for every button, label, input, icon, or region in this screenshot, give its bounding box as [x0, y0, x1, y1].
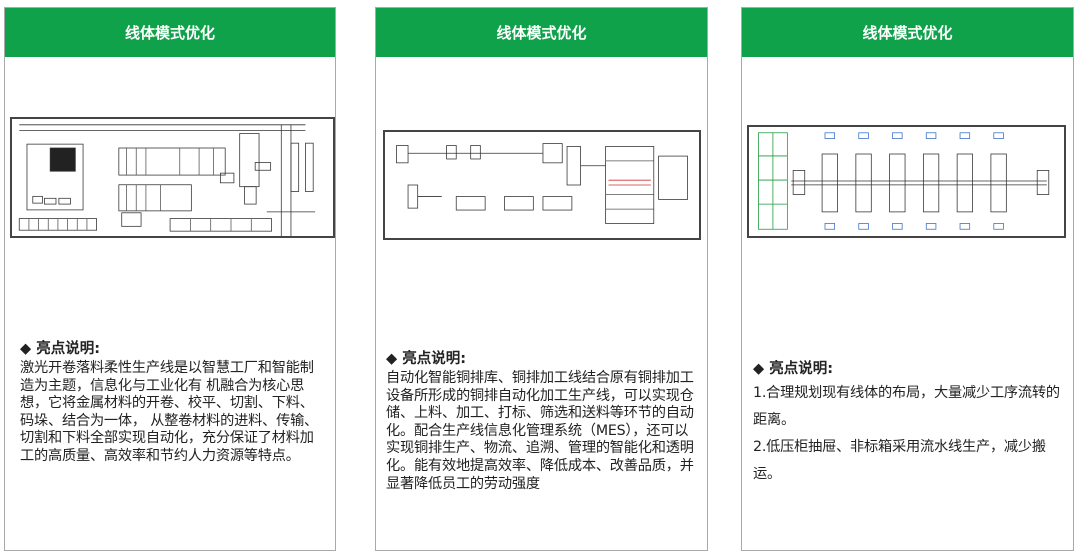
- layout-diagram-laser-line: [10, 117, 335, 238]
- card-header: 线体模式优化: [5, 8, 335, 57]
- card-header: 线体模式优化: [742, 8, 1073, 57]
- highlight-description: ◆ 亮点说明: 激光开卷落料柔性生产线是以智慧工厂和智能制造为主题，信息化与工业…: [20, 337, 325, 466]
- highlight-item: 1.合理规划现有线体的布局，大量减少工序流转的距离。: [753, 385, 1060, 428]
- highlight-description: ◆ 亮点说明: 自动化智能铜排库、铜排加工线结合原有铜排加工设备所形成的铜排自动…: [386, 347, 697, 493]
- highlight-title: ◆ 亮点说明:: [753, 361, 833, 377]
- highlight-description: ◆ 亮点说明: 1.合理规划现有线体的布局，大量减少工序流转的距离。 2.低压柜…: [753, 357, 1063, 488]
- assembly-line-layout-icon: [758, 132, 1050, 230]
- card-copper-bar-line: 线体模式优化 ◆ 亮点说明: 自动化智能铜排库、铜排加工线结合原有铜排加工设备所…: [375, 7, 708, 551]
- highlight-body: 激光开卷落料柔性生产线是以智慧工厂和智能制造为主题，信息化与工业化有 机融合为核…: [20, 360, 319, 464]
- highlight-title: ◆ 亮点说明:: [20, 341, 100, 357]
- card-assembly-line: 线体模式优化 ◆ 亮点说明: 1.合理规划现有线体的布局，大量减少工序流转的距离…: [741, 7, 1074, 551]
- card-laser-line: 线体模式优化 ◆ 亮点说明: 激光开卷落料柔性生产线是以智慧工厂和智能制造为主题…: [4, 7, 336, 551]
- copper-bar-layout-icon: [396, 143, 688, 224]
- highlight-body: 1.合理规划现有线体的布局，大量减少工序流转的距离。 2.低压柜抽屉、非标箱采用…: [753, 380, 1063, 488]
- highlight-body: 自动化智能铜排库、铜排加工线结合原有铜排加工设备所形成的铜排自动化加工生产线，可…: [386, 370, 694, 492]
- layout-diagram-copper-bar-line: [383, 130, 701, 240]
- layout-diagram-assembly-line: [747, 125, 1066, 238]
- highlight-item: 2.低压柜抽屉、非标箱采用流水线生产，减少搬运。: [753, 439, 1046, 482]
- card-header: 线体模式优化: [376, 8, 707, 57]
- laser-line-layout-icon: [18, 124, 316, 236]
- highlight-title: ◆ 亮点说明:: [386, 351, 466, 367]
